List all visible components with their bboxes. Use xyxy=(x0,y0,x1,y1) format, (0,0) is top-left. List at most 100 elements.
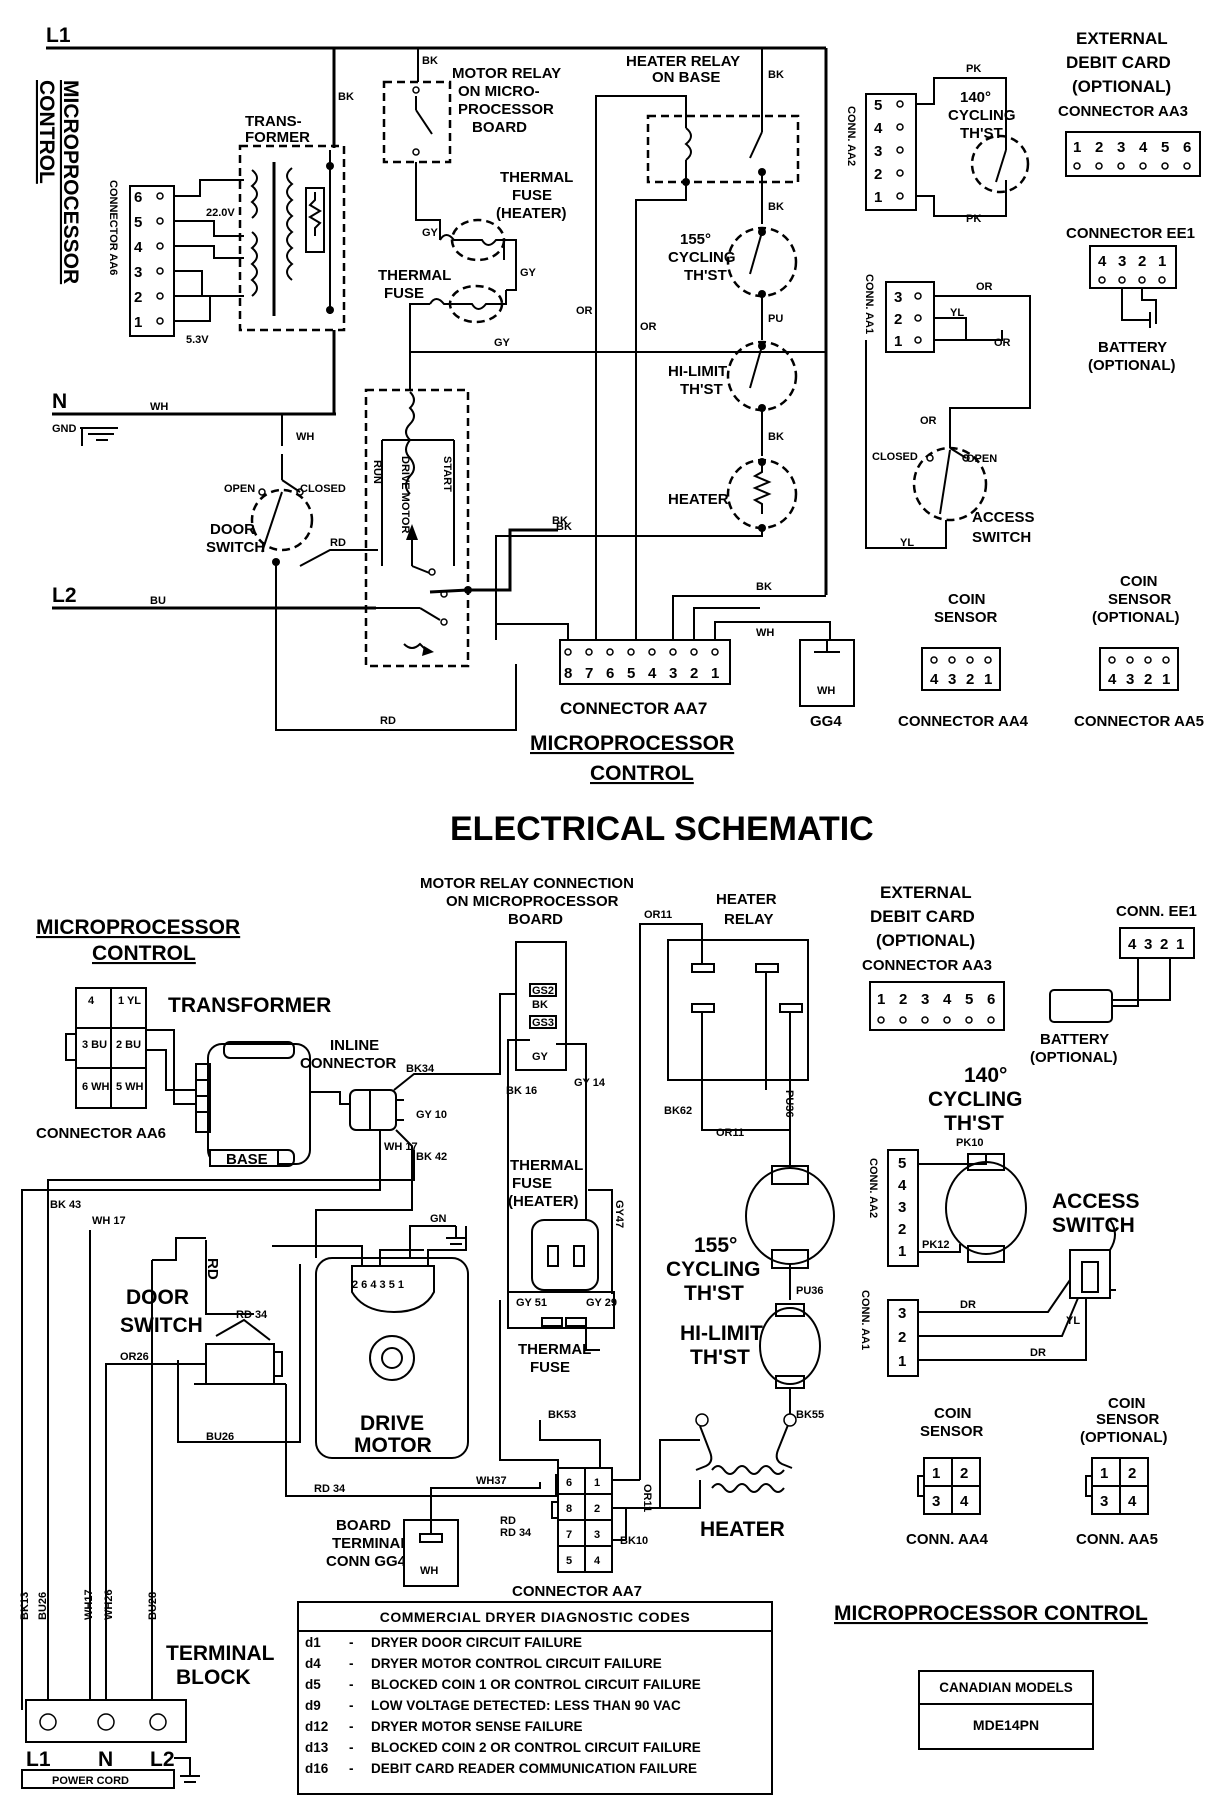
drive-motor-label: DRIVE xyxy=(360,1412,424,1435)
wire-label: BK10 xyxy=(620,1535,648,1547)
thermal-fuse-label: THERMAL xyxy=(500,169,573,186)
wire-label: BK62 xyxy=(664,1105,692,1117)
gnd-label: GND xyxy=(52,423,77,435)
pin-label: 4 xyxy=(1098,253,1107,270)
thermal-fuse-label: FUSE xyxy=(530,1359,570,1376)
pin-label: 1 xyxy=(898,1353,906,1370)
wire-label: GY 51 xyxy=(516,1297,547,1309)
ee1-label: CONNECTOR EE1 xyxy=(1066,225,1195,242)
cell-label: 1 xyxy=(1100,1465,1108,1482)
cell-label: 4 xyxy=(960,1493,969,1510)
thermostat-label: HI-LIMIT xyxy=(668,363,727,380)
voltage-label: 22.0V xyxy=(206,207,235,219)
thermal-fuse-label: THERMAL xyxy=(378,267,451,284)
coin-sensor-label: COIN xyxy=(934,1405,972,1422)
debit-label: DEBIT CARD xyxy=(1066,53,1171,72)
gg4-wire: WH xyxy=(420,1565,438,1577)
bottom-control-title: MICROPROCESSOR CONTROL xyxy=(834,1602,1148,1625)
bottom-transformer: TRANSFORMER BASE xyxy=(168,994,350,1168)
pin-label: 2 xyxy=(1160,936,1168,953)
pin-label: 6 xyxy=(134,189,142,206)
debit-label: (OPTIONAL) xyxy=(1072,77,1171,96)
canadian-models-title: CANADIAN MODELS xyxy=(920,1672,1092,1705)
pin-label: 2 xyxy=(966,671,974,688)
heater-relay-label: HEATER RELAY xyxy=(626,53,740,70)
wire-label: BK53 xyxy=(548,1409,576,1421)
conn-aa1-label: CONN. AA1 xyxy=(863,274,875,334)
pin-label: 1 xyxy=(877,991,885,1008)
bottom-gg4: BOARD TERMINAL CONN GG4 WH WH37 xyxy=(326,1475,541,1587)
pin-label: 1 xyxy=(984,671,992,688)
wire-label: BK xyxy=(768,69,784,81)
wire-label: WH xyxy=(150,401,168,413)
thermal-fuse-label: (HEATER) xyxy=(496,205,567,222)
pin-label: 2 xyxy=(1144,671,1152,688)
pin-label: 5 xyxy=(898,1155,906,1172)
pin-label: 2 xyxy=(899,991,907,1008)
cell-label: 1 YL xyxy=(118,995,141,1007)
table-row: d16-DEBIT CARD READER COMMUNICATION FAIL… xyxy=(299,1758,771,1779)
bottom-heater: HEATER xyxy=(625,1413,797,1541)
relay-cell: BK xyxy=(532,999,548,1011)
terminal-block: TERMINAL BLOCK BK13 BU26 WH17 WH26 BU28 … xyxy=(19,1589,275,1789)
conn-ee1-label: CONN. EE1 xyxy=(1116,903,1197,920)
wire-label: BK xyxy=(756,581,772,593)
transformer-label: TRANSFORMER xyxy=(168,994,331,1017)
bottom-coin-sensors: COIN SENSOR 1 2 3 4 CONN. AA4 COIN SENSO… xyxy=(906,1395,1168,1548)
connector-aa7-label: CONNECTOR AA7 xyxy=(512,1583,642,1600)
connector-aa6-label: CONNECTOR AA6 xyxy=(107,180,119,275)
thermal-fuse-label: FUSE xyxy=(384,285,424,302)
description: DRYER MOTOR SENSE FAILURE xyxy=(371,1719,583,1734)
coin-sensor-label: SENSOR xyxy=(934,609,998,626)
voltage-label: 5.3V xyxy=(186,334,209,346)
description: DEBIT CARD READER COMMUNICATION FAILURE xyxy=(371,1761,697,1776)
title-control-vertical: CONTROL xyxy=(35,80,58,184)
code: d16 xyxy=(305,1761,329,1776)
pin-label: 3 xyxy=(921,991,929,1008)
pin-label: 5 xyxy=(627,665,635,682)
door-switch-label: SWITCH xyxy=(120,1314,203,1337)
thermostat-label: TH'ST xyxy=(684,267,727,284)
connector-aa7: 8 7 6 5 4 3 2 1 CONNECTOR AA7 BK WH xyxy=(496,581,831,718)
top-motor-switch: RUN DRIVE MOTOR START xyxy=(364,388,472,668)
thermostat-label: CYCLING xyxy=(668,249,736,266)
run-label: RUN xyxy=(371,460,383,484)
table-row: d9-LOW VOLTAGE DETECTED: LESS THAN 90 VA… xyxy=(299,1695,771,1716)
bottom-connector-aa6: 4 1 YL 3 BU 2 BU 6 WH 5 WH CONNECTOR AA6 xyxy=(36,987,196,1142)
wire-label: DR xyxy=(1030,1347,1046,1359)
top-motor-relay: BK MOTOR RELAY ON MICRO- PROCESSOR BOARD… xyxy=(382,48,561,240)
pin-label: 1 xyxy=(1162,671,1170,688)
diagnostic-codes-table: COMMERCIAL DRYER DIAGNOSTIC CODES d1-DRY… xyxy=(297,1601,773,1795)
bottom-left-wires: BK 42 BK 43 WH 17 xyxy=(47,1150,447,1710)
bottom-access-switch: ACCESS SWITCH CONN. AA1 3 2 1 DR YL DR xyxy=(859,1190,1140,1377)
pin-label: 2 xyxy=(1095,139,1103,156)
line-l2-label: L2 xyxy=(52,584,77,607)
door-switch-label: DOOR xyxy=(126,1286,189,1309)
access-open: OPEN xyxy=(966,453,997,465)
pin-label: 3 xyxy=(1117,139,1125,156)
cell-label: 3 xyxy=(1100,1493,1108,1510)
debit-label: EXTERNAL xyxy=(1076,29,1168,48)
bottom-drive-motor: 2 6 4 3 5 1 DRIVE MOTOR BU26 xyxy=(177,1226,469,1459)
pin-label: 5 xyxy=(134,214,142,231)
wire-label: GY xyxy=(494,337,511,349)
coin-sensor-conn: CONNECTOR AA5 xyxy=(1074,713,1204,730)
cell-label: 4 xyxy=(594,1555,601,1567)
pin-label: 3 xyxy=(1118,253,1126,270)
cycling-label: 140° xyxy=(960,89,991,106)
pin-label: 2 xyxy=(874,166,882,183)
wire-label: OR11 xyxy=(644,909,672,921)
table-row: d12-DRYER MOTOR SENSE FAILURE xyxy=(299,1716,771,1737)
battery-label: BATTERY xyxy=(1040,1031,1109,1048)
connector-aa6-label: CONNECTOR AA6 xyxy=(36,1125,166,1142)
dash: - xyxy=(349,1740,354,1755)
gg4-label: GG4 xyxy=(810,713,842,730)
pin-label: 2 xyxy=(1138,253,1146,270)
drive-motor-label: MOTOR xyxy=(354,1434,432,1457)
control-title: CONTROL xyxy=(590,762,694,785)
bottom-motor-relay: MOTOR RELAY CONNECTION ON MICROPROCESSOR… xyxy=(420,875,634,1351)
thermal-fuse-label: (HEATER) xyxy=(508,1193,579,1210)
wire-label: GY xyxy=(422,227,439,239)
wire-label: WH xyxy=(296,431,314,443)
wire-label: WH17 xyxy=(83,1589,95,1620)
